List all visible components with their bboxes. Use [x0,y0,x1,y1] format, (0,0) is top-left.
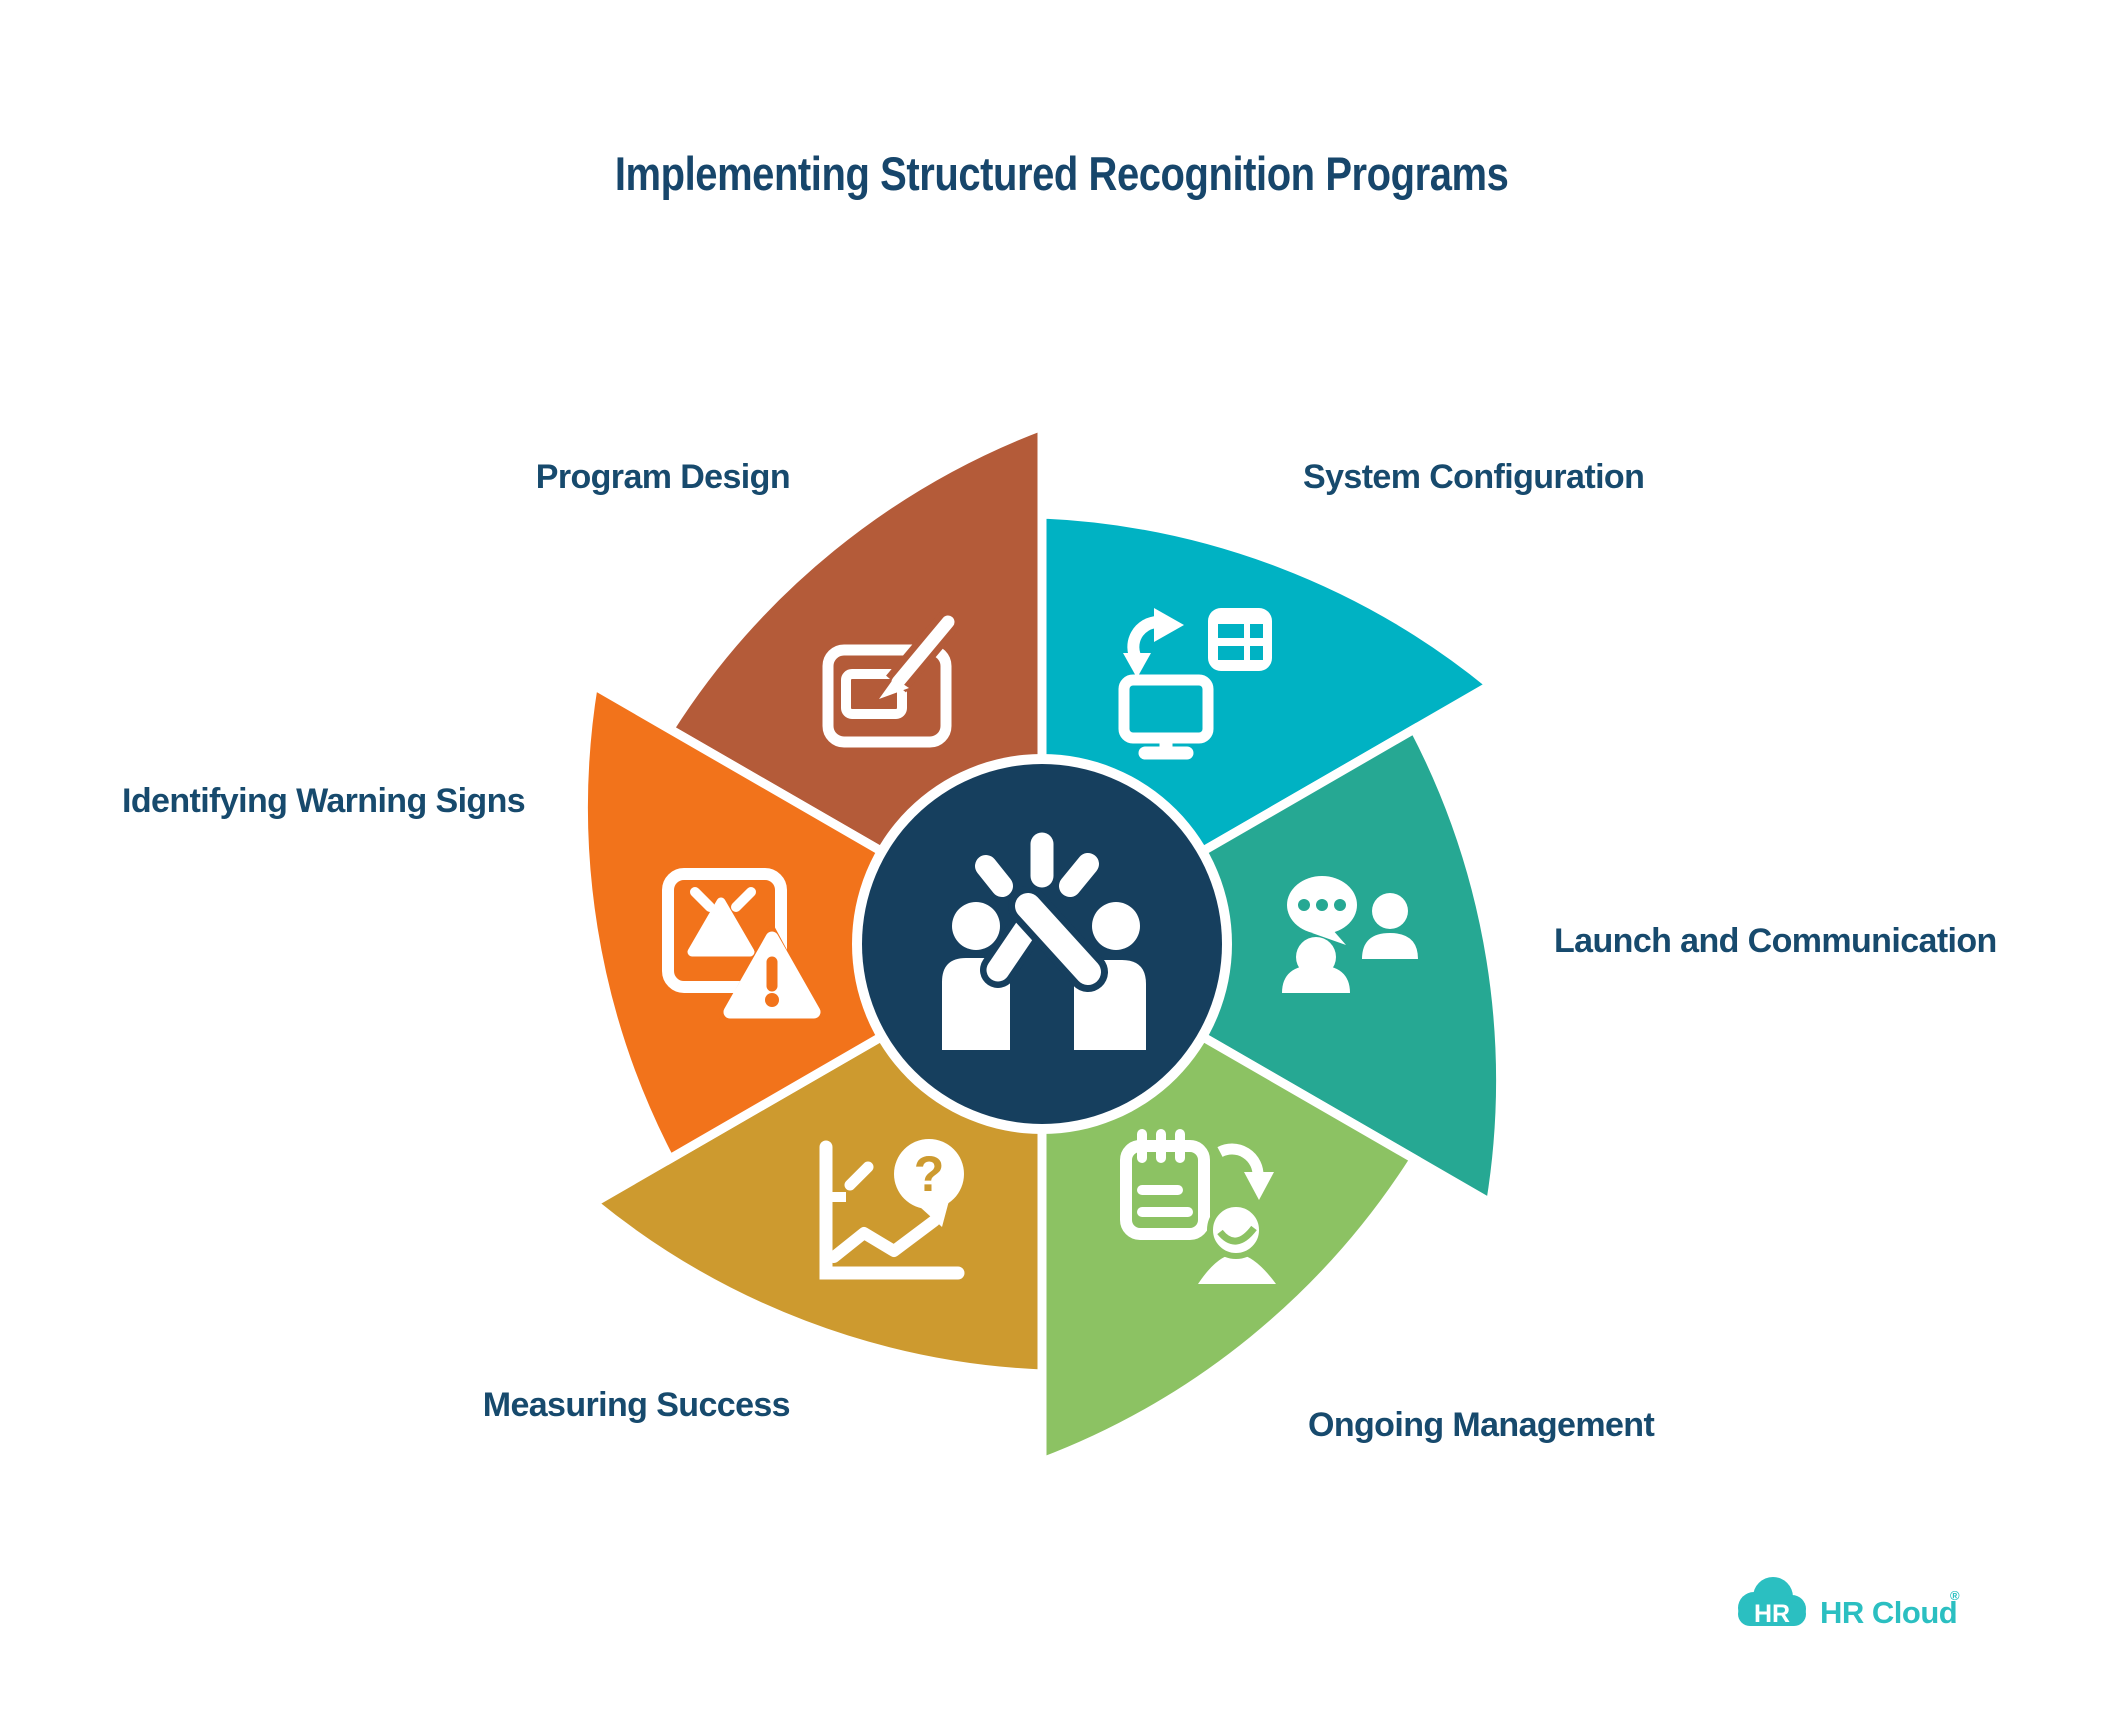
logo-trademark: ® [1950,1588,1960,1603]
system-sync-icon [1118,608,1272,760]
question-mark-glyph: ? [914,1146,945,1202]
segment-label-measuring-success: Measuring Success [482,1386,791,1424]
segment-label-system-configuration: System Configuration [1303,458,1645,496]
segment-label-launch-and-communication: Launch and Communication [1554,922,1997,960]
segment-label-identifying-warning-signs: Identifying Warning Signs [122,782,526,820]
high-five-icon [942,832,1146,1050]
segment-blade-identifying-warning-signs [579,677,1052,1166]
design-pen-icon [822,611,960,748]
communication-icon [1282,876,1418,993]
clipboard-person-icon [1120,1129,1276,1284]
cloud-icon [1738,1577,1806,1626]
segment-label-program-design: Program Design [535,458,791,496]
segment-label-ongoing-management: Ongoing Management [1308,1406,1655,1444]
chart-question-icon: ? [819,1139,965,1280]
page-title: Implementing Structured Recognition Prog… [0,146,2124,201]
page-title-text: Implementing Structured Recognition Prog… [615,147,1509,200]
logo-brand-text: HR Cloud [1820,1595,1957,1630]
hr-cloud-logo: HR HR Cloud ® [1738,1577,1960,1630]
logo-badge-text: HR [1754,1600,1790,1628]
warning-triangle-icon [662,868,826,1022]
segment-blade-launch-and-communication [1032,722,1505,1211]
